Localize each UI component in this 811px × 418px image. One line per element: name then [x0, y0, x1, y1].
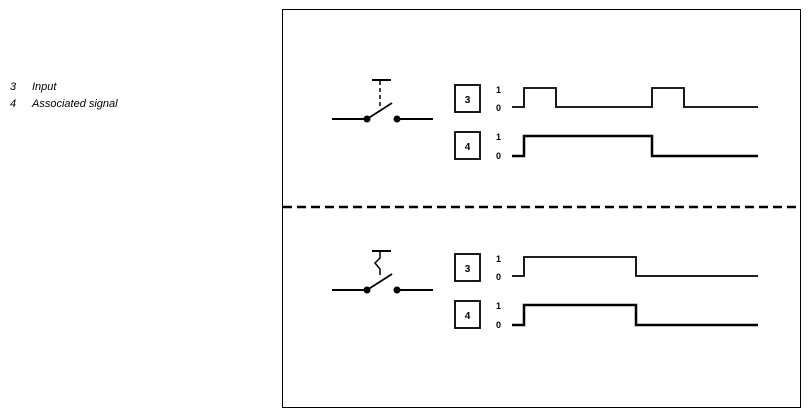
waveform-associated-signal	[512, 134, 758, 158]
box-label	[454, 131, 481, 160]
waveform-input	[512, 87, 758, 108]
switch-symbol-pushbutton	[332, 79, 433, 123]
legend-label: Associated signal	[32, 98, 118, 110]
level-high-label: 1	[496, 132, 501, 142]
level-high-label: 1	[496, 301, 501, 311]
legend: 3 Input 4 Associated signal	[10, 79, 118, 113]
legend-item-associated-signal: 4 Associated signal	[10, 96, 118, 113]
signal-row-associated-top: 4 1 0	[454, 131, 758, 161]
legend-item-input: 3 Input	[10, 79, 118, 96]
box-label	[454, 300, 481, 329]
level-high-label: 1	[496, 85, 501, 95]
box-number: 4	[465, 311, 471, 322]
level-low-label: 0	[496, 272, 501, 282]
switch-latch-link	[373, 251, 381, 275]
diagram-frame	[282, 9, 801, 408]
signal-row-associated-bottom: 4 1 0	[454, 300, 758, 330]
signal-row-input-top: 3 1 0	[454, 84, 758, 113]
box-number: 4	[465, 142, 471, 153]
legend-number: 3	[10, 81, 17, 93]
level-low-label: 0	[496, 320, 501, 330]
level-high-label: 1	[496, 254, 501, 264]
waveform-input	[512, 256, 758, 277]
box-number: 3	[465, 264, 471, 275]
legend-label: Input	[32, 81, 57, 93]
signal-row-input-bottom: 3 1 0	[454, 253, 758, 282]
level-low-label: 0	[496, 103, 501, 113]
legend-number: 4	[10, 98, 17, 110]
switch-contact-right	[393, 115, 401, 123]
switch-contact-right	[393, 286, 401, 294]
box-number: 3	[465, 95, 471, 106]
level-low-label: 0	[496, 151, 501, 161]
box-label	[454, 84, 481, 113]
box-label	[454, 253, 481, 282]
waveform-associated-signal	[512, 303, 758, 327]
switch-symbol-latching	[332, 250, 433, 294]
switch-blade	[366, 273, 393, 291]
switch-blade	[366, 102, 393, 120]
